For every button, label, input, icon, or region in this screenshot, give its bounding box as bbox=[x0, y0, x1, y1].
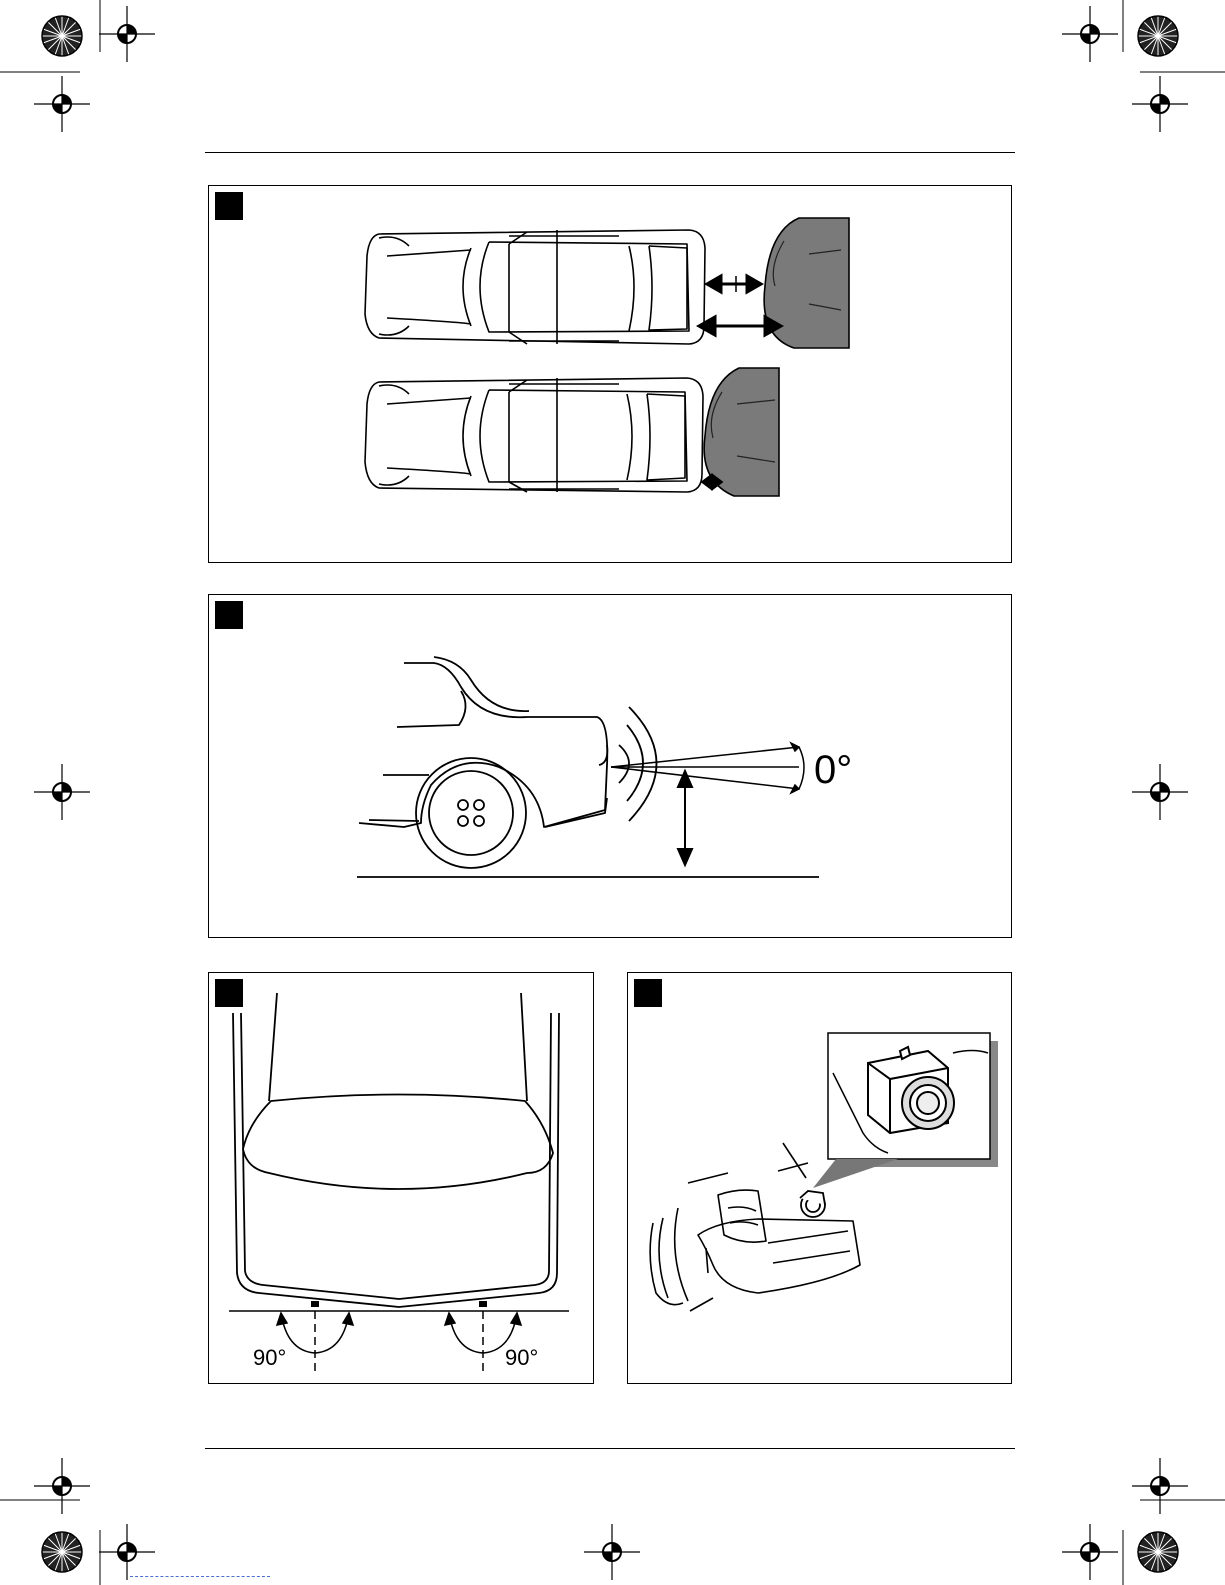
bumper-corner bbox=[698, 1219, 860, 1293]
sensor-height-arrow bbox=[678, 771, 692, 865]
sensor-right bbox=[479, 1301, 487, 1307]
sensor-left bbox=[311, 1301, 319, 1307]
rear-wheel bbox=[416, 758, 526, 868]
car-body-outline bbox=[233, 1013, 559, 1307]
top-rule bbox=[205, 152, 1015, 153]
figure-3-drawing: 90° 90° bbox=[209, 973, 595, 1385]
sensor-beam bbox=[611, 743, 804, 793]
figure-1-drawing bbox=[209, 186, 1013, 564]
figure-4-drawing bbox=[628, 973, 1013, 1385]
figure-2-drawing: 0° bbox=[209, 595, 1013, 939]
figure-2-panel: 0° bbox=[208, 594, 1012, 938]
car-top-view-1 bbox=[365, 230, 705, 344]
footer-link-underline bbox=[130, 1576, 270, 1577]
car-top-view-2 bbox=[365, 378, 703, 492]
figure-1-panel bbox=[208, 185, 1012, 563]
bottom-rule bbox=[205, 1448, 1015, 1449]
beam-angle-label: 0° bbox=[814, 748, 852, 792]
rear-window bbox=[243, 1095, 553, 1190]
sensor-in-bumper bbox=[800, 1191, 825, 1217]
figure-3-panel: 90° 90° bbox=[208, 972, 594, 1384]
left-angle-label: 90° bbox=[253, 1345, 286, 1370]
angle-markers bbox=[277, 1311, 521, 1371]
figure-4-panel bbox=[627, 972, 1012, 1384]
detail-pointer bbox=[813, 1159, 898, 1188]
right-angle-label: 90° bbox=[505, 1345, 538, 1370]
